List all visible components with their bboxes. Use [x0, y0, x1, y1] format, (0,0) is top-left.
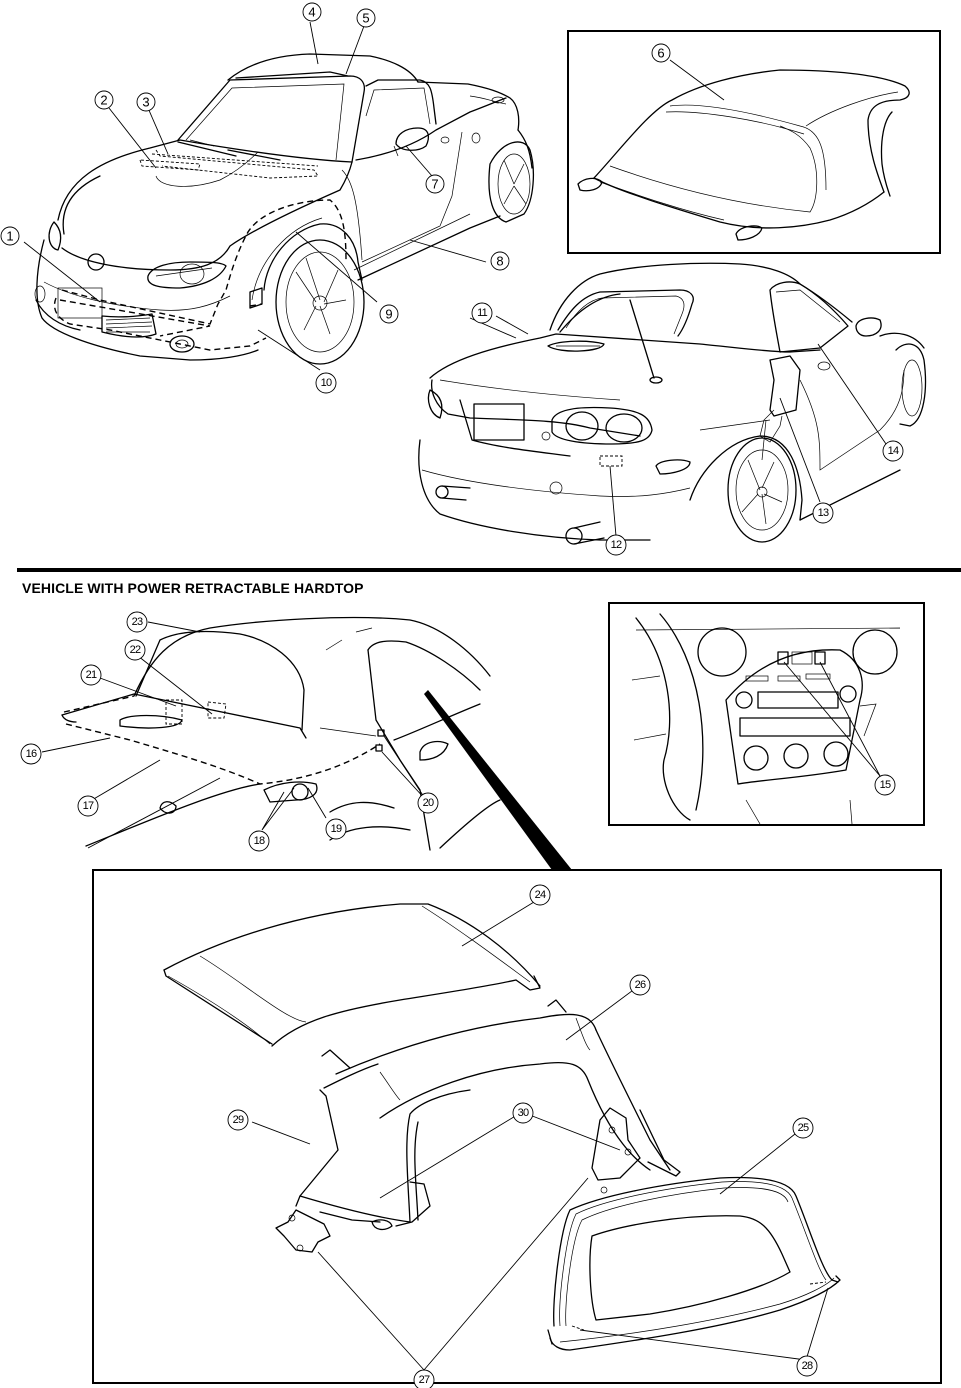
callout-13: 13: [812, 502, 834, 524]
svg-text:19: 19: [331, 823, 342, 835]
svg-text:29: 29: [233, 1114, 244, 1126]
svg-text:17: 17: [83, 800, 94, 812]
callout-25: 25: [792, 1117, 814, 1139]
callout-7: 7: [425, 174, 445, 194]
callout-14: 14: [882, 440, 904, 462]
prht-side-leaders: [41, 621, 427, 849]
svg-text:9: 9: [385, 307, 392, 322]
svg-text:5: 5: [362, 11, 369, 26]
svg-text:22: 22: [130, 644, 141, 656]
rear-view-car-drawing: [418, 262, 927, 545]
hardtop-exploded-leaders: [251, 901, 829, 1371]
callout-24: 24: [529, 884, 551, 906]
svg-text:7: 7: [431, 177, 438, 192]
callout-30: 30: [512, 1102, 534, 1124]
svg-text:14: 14: [888, 445, 899, 457]
callout-9: 9: [379, 304, 399, 324]
svg-text:23: 23: [132, 616, 143, 628]
callout-10: 10: [315, 372, 337, 394]
dashboard-leaders: [783, 661, 881, 777]
svg-text:28: 28: [802, 1360, 813, 1372]
front-view-leaders: [23, 21, 517, 371]
callout-4: 4: [302, 2, 322, 22]
callout-20: 20: [417, 792, 439, 814]
callout-29: 29: [227, 1109, 249, 1131]
callout-16: 16: [20, 743, 42, 765]
callout-6: 6: [651, 43, 671, 63]
callout-26: 26: [629, 974, 651, 996]
hardtop-exploded-inset-frame: [92, 869, 942, 1384]
hardtop-exploded-drawing: [163, 903, 841, 1351]
svg-text:20: 20: [423, 797, 434, 809]
callout-28: 28: [796, 1355, 818, 1377]
svg-text:2: 2: [100, 93, 107, 108]
callout-18: 18: [248, 830, 270, 852]
dashboard-drawing: [631, 613, 901, 825]
callout-5: 5: [356, 8, 376, 28]
callout-23: 23: [126, 611, 148, 633]
svg-text:27: 27: [419, 1374, 430, 1386]
callout-19: 19: [325, 818, 347, 840]
svg-text:21: 21: [86, 669, 97, 681]
svg-text:4: 4: [308, 5, 315, 20]
callout-17: 17: [77, 795, 99, 817]
callout-21: 21: [80, 664, 102, 686]
callout-1: 1: [0, 226, 20, 246]
svg-text:11: 11: [477, 307, 488, 319]
callout-22: 22: [124, 639, 146, 661]
callout-3: 3: [136, 92, 156, 112]
svg-text:26: 26: [635, 979, 646, 991]
svg-text:10: 10: [321, 377, 332, 389]
callout-2: 2: [94, 90, 114, 110]
soft-top-drawing: [577, 69, 910, 241]
svg-text:15: 15: [880, 779, 891, 791]
svg-text:30: 30: [518, 1107, 529, 1119]
svg-text:1: 1: [6, 229, 13, 244]
svg-text:13: 13: [818, 507, 829, 519]
rear-view-leaders: [495, 315, 887, 537]
svg-text:18: 18: [254, 835, 265, 847]
svg-text:8: 8: [496, 254, 503, 269]
callout-11: 11: [471, 302, 493, 324]
section-divider: [17, 568, 961, 572]
soft-top-inset-frame: [567, 30, 941, 254]
svg-text:25: 25: [798, 1122, 809, 1134]
callout-8: 8: [490, 251, 510, 271]
dashboard-inset-frame: [608, 602, 925, 826]
callout-27: 27: [413, 1369, 435, 1388]
section-heading: VEHICLE WITH POWER RETRACTABLE HARDTOP: [22, 580, 364, 596]
svg-text:3: 3: [142, 95, 149, 110]
callout-12: 12: [605, 534, 627, 556]
callout-15: 15: [874, 774, 896, 796]
svg-text:16: 16: [26, 748, 37, 760]
svg-text:6: 6: [657, 46, 664, 61]
svg-text:24: 24: [535, 889, 546, 901]
svg-text:12: 12: [611, 539, 622, 551]
soft-top-leaders: [669, 59, 725, 101]
